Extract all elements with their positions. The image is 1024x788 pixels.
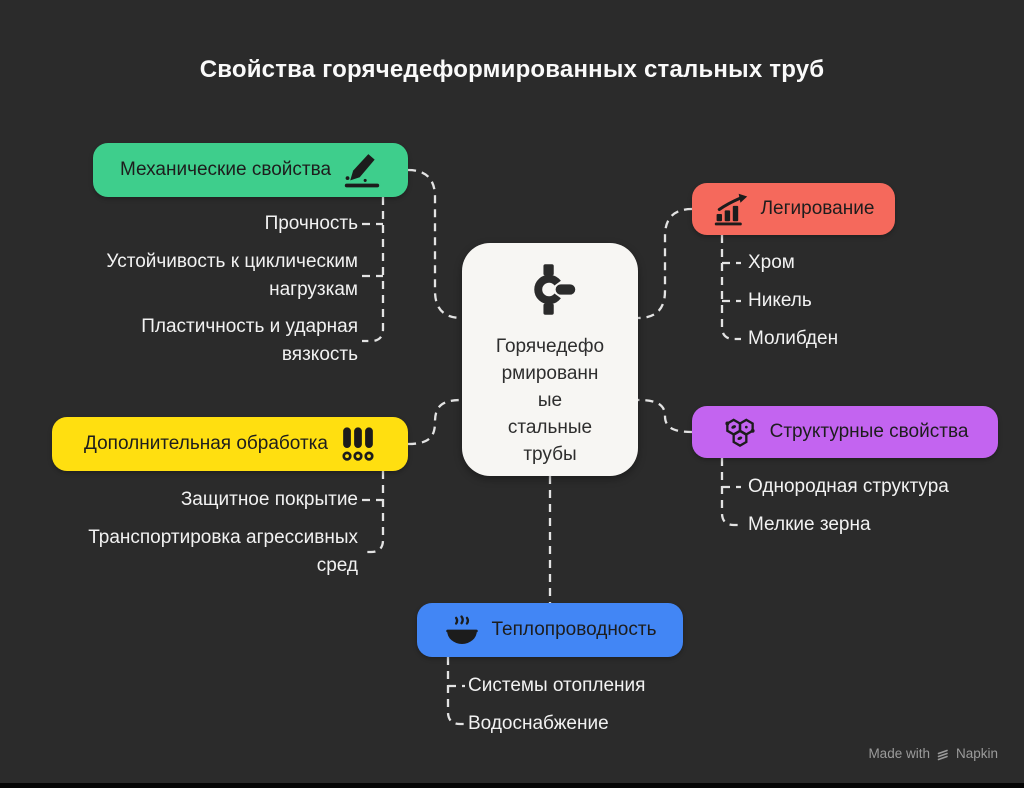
center-node[interactable]: Горячедефо рмированн ые стальные трубы — [462, 243, 638, 476]
node-mechanical-label: Механические свойства — [119, 159, 332, 180]
watermark-brand: Napkin — [955, 746, 998, 761]
item-fine-grains[interactable]: Мелкие зерна — [748, 514, 871, 535]
item-cyclic-load-resistance[interactable]: Устойчивость к циклическим нагрузкам — [106, 251, 358, 300]
item-molybdenum[interactable]: Молибден — [748, 328, 839, 349]
node-mechanical[interactable]: Механические свойства — [93, 143, 408, 197]
bottom-border — [0, 783, 1024, 788]
connector-processing-items — [362, 471, 385, 554]
connector-structural-center — [637, 398, 693, 434]
node-processing[interactable]: Дополнительная обработка — [52, 417, 408, 471]
connector-mechanical-items — [362, 197, 385, 343]
page-title: Свойства горячедеформированных стальных … — [199, 56, 825, 83]
item-homogeneous-structure[interactable]: Однородная структура — [748, 476, 949, 497]
connector-processing-center — [407, 398, 463, 446]
item-chromium[interactable]: Хром — [748, 252, 795, 273]
node-thermal-label: Теплопроводность — [491, 619, 657, 640]
item-nickel[interactable]: Никель — [748, 290, 812, 311]
molecule-icon — [722, 415, 758, 450]
connector-alloying-items — [720, 235, 741, 341]
node-thermal[interactable]: Теплопроводность — [417, 603, 683, 657]
item-protective-coating[interactable]: Защитное покрытие — [180, 489, 358, 510]
node-processing-label: Дополнительная обработка — [84, 433, 328, 454]
item-strength[interactable]: Прочность — [264, 213, 358, 234]
connector-thermal-items — [446, 657, 465, 726]
node-alloying[interactable]: Легирование — [692, 183, 895, 235]
napkin-logo-icon — [936, 747, 950, 761]
item-plasticity-toughness[interactable]: Пластичность и ударная вязкость — [141, 316, 358, 365]
three-pipes-icon — [340, 425, 376, 463]
rising-bar-chart-icon — [713, 193, 749, 226]
item-water-supply[interactable]: Водоснабжение — [468, 713, 609, 734]
watermark-text: Made with — [868, 746, 930, 761]
connector-structural-items — [720, 458, 741, 527]
hardness-test-pen-icon — [343, 151, 381, 189]
pipe-fitting-icon — [521, 263, 579, 321]
napkin-watermark[interactable]: Made with Napkin — [868, 746, 998, 761]
node-structural[interactable]: Структурные свойства — [692, 406, 998, 458]
hot-bowl-icon — [444, 614, 480, 646]
item-aggressive-media-transport[interactable]: Транспортировка агрессивных сред — [88, 527, 358, 576]
node-structural-label: Структурные свойства — [769, 421, 969, 442]
item-heating-systems[interactable]: Системы отопления — [468, 675, 646, 696]
connector-alloying-center — [637, 207, 693, 320]
center-node-label: Горячедефо рмированн ые стальные трубы — [495, 336, 605, 465]
connector-mechanical-center — [407, 168, 463, 320]
node-alloying-label: Легирование — [760, 198, 875, 219]
